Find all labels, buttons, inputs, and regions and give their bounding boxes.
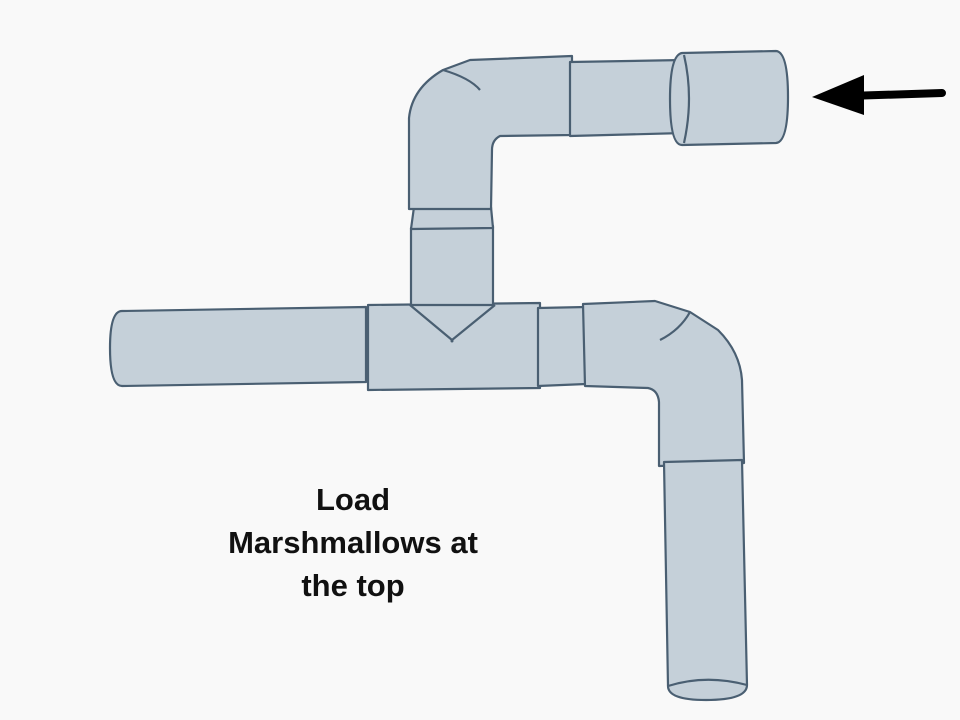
tee-fitting	[366, 301, 542, 392]
top-horizontal-pipe	[568, 58, 686, 138]
end-cap	[668, 49, 790, 147]
arrow-left-icon	[812, 75, 946, 115]
caption-line-2: Marshmallows at	[228, 525, 478, 560]
end-cap-rim	[682, 54, 691, 144]
left-barrel-pipe	[108, 305, 368, 388]
top-elbow-seam	[442, 68, 481, 91]
load-instruction-caption: Load Marshmallows at the top	[178, 478, 528, 607]
bottom-elbow-seam	[659, 311, 691, 341]
caption-line-1: Load	[315, 482, 391, 517]
top-elbow-fitting	[407, 54, 574, 211]
right-connector-pipe	[536, 305, 588, 388]
bottom-vertical-pipe	[662, 458, 749, 702]
caption-line-3: the top	[301, 568, 405, 603]
bottom-pipe-end	[667, 678, 748, 688]
tee-fitting-dot	[450, 339, 454, 343]
bottom-elbow-fitting	[581, 299, 746, 468]
vertical-connector-pipe	[409, 224, 495, 307]
coupling-band	[409, 205, 495, 231]
